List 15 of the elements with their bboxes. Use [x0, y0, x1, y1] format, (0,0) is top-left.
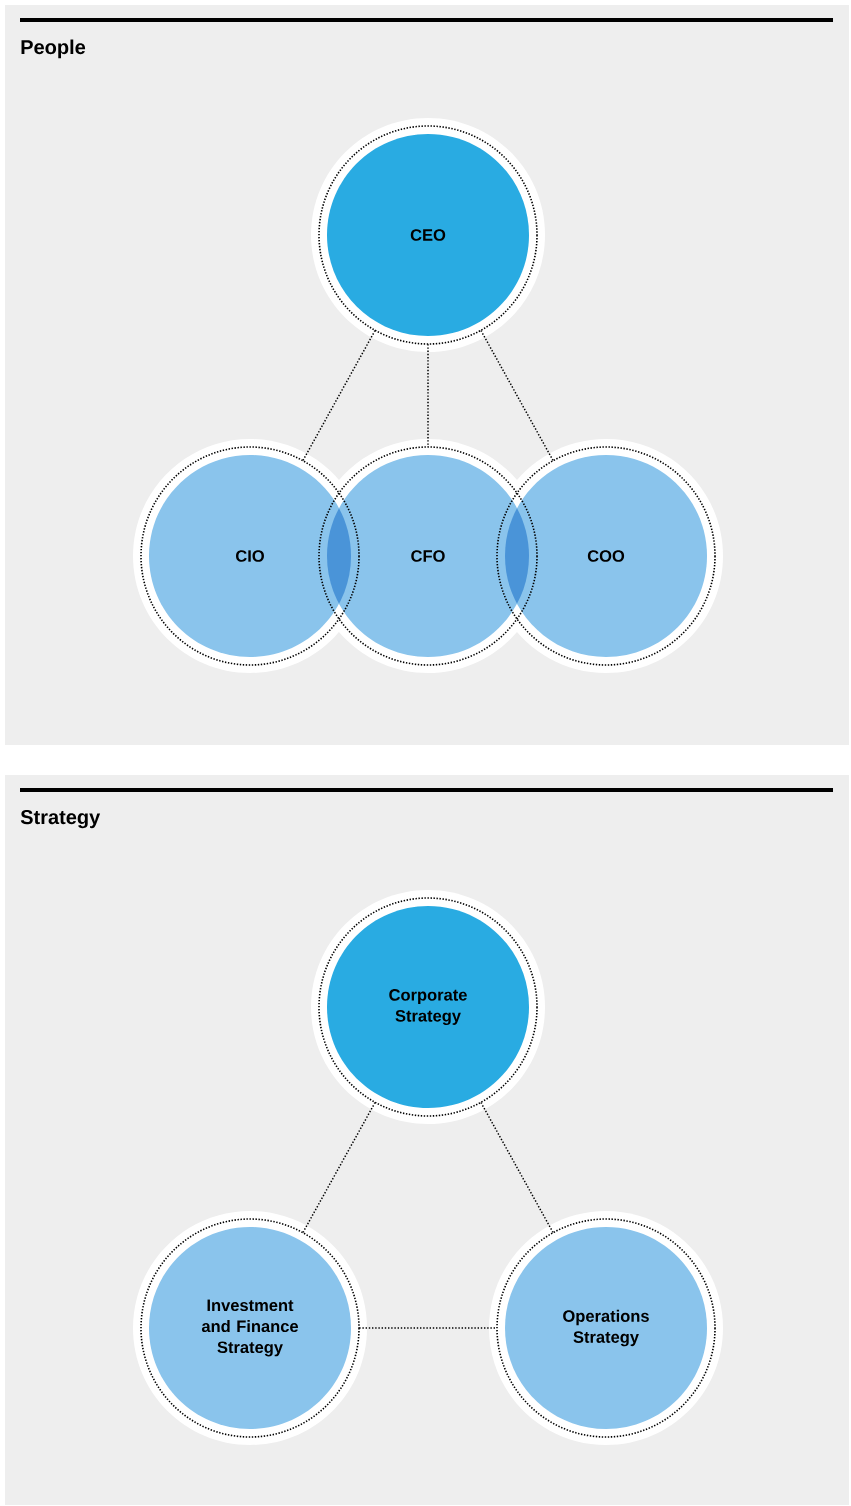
connector-line: [302, 1101, 376, 1234]
circle-node: Investment and Finance Strategy: [149, 1227, 351, 1429]
circle-node: CEO: [327, 134, 529, 336]
connector-line: [358, 1327, 498, 1329]
circle-node: CFO: [327, 455, 529, 657]
panel-heading: People: [21, 39, 86, 59]
circle-node: Corporate Strategy: [327, 906, 529, 1108]
connector-line: [480, 329, 554, 462]
circle-node: Operations Strategy: [505, 1227, 707, 1429]
circle-node: CIO: [149, 455, 351, 657]
circle-node: COO: [505, 455, 707, 657]
connector-line: [427, 343, 429, 448]
panel-heading: Strategy: [20, 810, 101, 829]
connector-line: [302, 329, 376, 462]
connector-line: [480, 1101, 554, 1234]
